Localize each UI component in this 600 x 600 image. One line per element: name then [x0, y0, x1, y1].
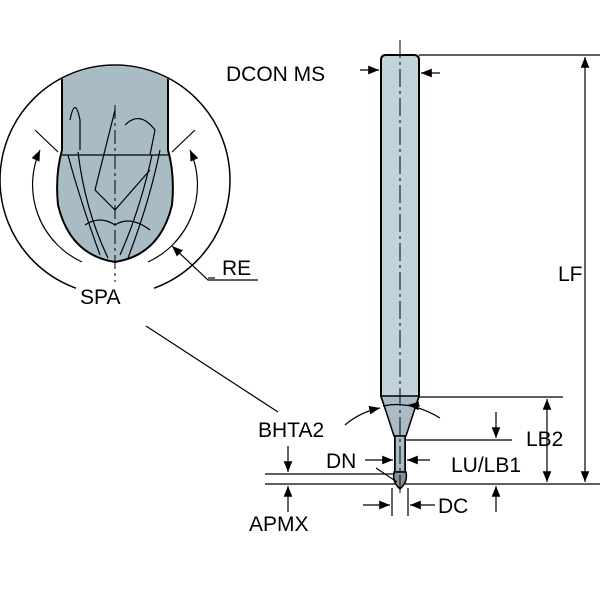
label-bhta2: BHTA2 — [258, 419, 324, 442]
label-dn: DN — [326, 450, 356, 473]
tool-side-view — [379, 40, 421, 495]
tip-detail-view — [0, 64, 258, 306]
label-apmx: APMX — [249, 513, 309, 536]
label-re: RE — [222, 257, 251, 280]
label-spa: SPA — [80, 286, 120, 309]
label-lu-lb1: LU/LB1 — [451, 454, 521, 477]
label-dcon-ms: DCON MS — [226, 63, 325, 86]
label-dc: DC — [438, 495, 468, 518]
dimension-lines — [145, 54, 600, 516]
label-lb2: LB2 — [526, 428, 563, 451]
label-lf: LF — [558, 263, 583, 286]
